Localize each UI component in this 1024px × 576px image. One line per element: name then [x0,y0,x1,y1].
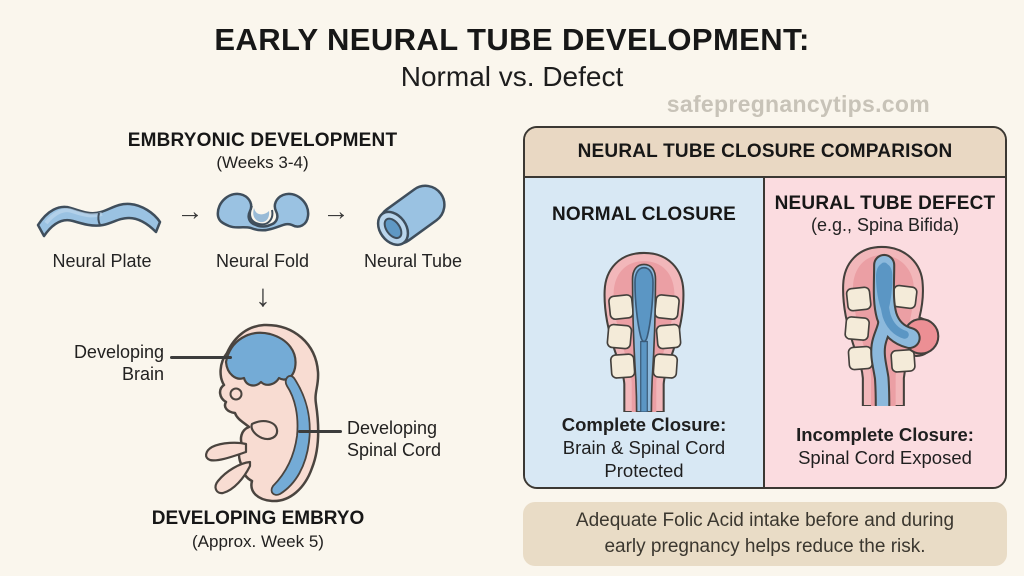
right-arrow-icon: → [322,196,350,226]
down-arrow-icon: ↓ [255,278,271,313]
defect-caption-line2: Spinal Cord Exposed [798,446,972,468]
brain-label: Developing Brain [58,342,164,386]
stage-label-neural-plate: Neural Plate [52,251,152,271]
normal-caption-title: Complete Closure: [561,414,727,435]
defect-cross-section-illustration [842,245,940,406]
normal-closure-column: NORMAL CLOSURE Complete Closure: [525,178,765,487]
embryo-leg [214,460,252,495]
stage-label-neural-fold: Neural Fold [215,251,310,271]
neural-tube-illustration [376,184,446,247]
embryo-brain [224,331,297,387]
brain-pointer-line [170,356,232,359]
neural-plate-illustration [36,202,162,238]
embryo-leg [205,441,248,462]
embryonic-development-heading: EMBRYONIC DEVELOPMENT [127,130,398,151]
embryo-spinal-cord [270,375,311,496]
cord-label-line1: Developing [347,418,438,438]
developing-embryo-subheading: (Approx. Week 5) [192,532,324,551]
brain-label-line2: Brain [121,363,164,384]
embryo-arm [250,420,279,441]
right-arrow-icon: → [176,196,204,226]
neural-fold-illustration [216,192,310,232]
cord-pointer-line [298,430,342,433]
embryonic-development-subheading: (Weeks 3-4) [216,153,309,172]
defect-title: NEURAL TUBE DEFECT [774,193,996,214]
comparison-panel-header: NEURAL TUBE CLOSURE COMPARISON [525,128,1005,178]
brain-label-line1: Developing [73,342,164,362]
normal-caption: Complete Closure: Brain & Spinal Cord Pr… [525,414,763,483]
spinal-cord-label: Developing Spinal Cord [347,418,472,462]
comparison-panel: NEURAL TUBE CLOSURE COMPARISON NORMAL CL… [523,126,1007,489]
normal-closure-title: NORMAL CLOSURE [551,204,736,225]
page-title: EARLY NEURAL TUBE DEVELOPMENT: [214,22,810,57]
defect-subtitle: (e.g., Spina Bifida) [810,215,960,235]
folic-acid-note-line1: Adequate Folic Acid intake before and du… [575,510,955,532]
folic-acid-note: Adequate Folic Acid intake before and du… [523,502,1007,566]
embryo-eye [229,387,243,401]
developing-embryo-heading: DEVELOPING EMBRYO [151,508,365,529]
normal-cross-section-illustration [603,251,685,412]
defect-caption: Incomplete Closure: Spinal Cord Exposed [765,424,1005,470]
stage-label-neural-tube: Neural Tube [363,251,463,271]
folic-acid-note-line2: early pregnancy helps reduce the risk. [604,536,926,557]
defect-caption-title: Incomplete Closure: [796,424,974,445]
comparison-columns: NORMAL CLOSURE Complete Closure: [525,178,1005,487]
normal-caption-line3: Protected [604,459,684,481]
page-subtitle: Normal vs. Defect [400,61,624,92]
embryo-illustration [205,323,320,503]
neural-tube-defect-column: NEURAL TUBE DEFECT (e.g., Spina Bifida) [765,178,1005,487]
normal-caption-line2: Brain & Spinal Cord [562,436,726,458]
cord-label-line2: Spinal Cord [347,439,442,460]
watermark: safepregnancytips.com [666,91,930,117]
